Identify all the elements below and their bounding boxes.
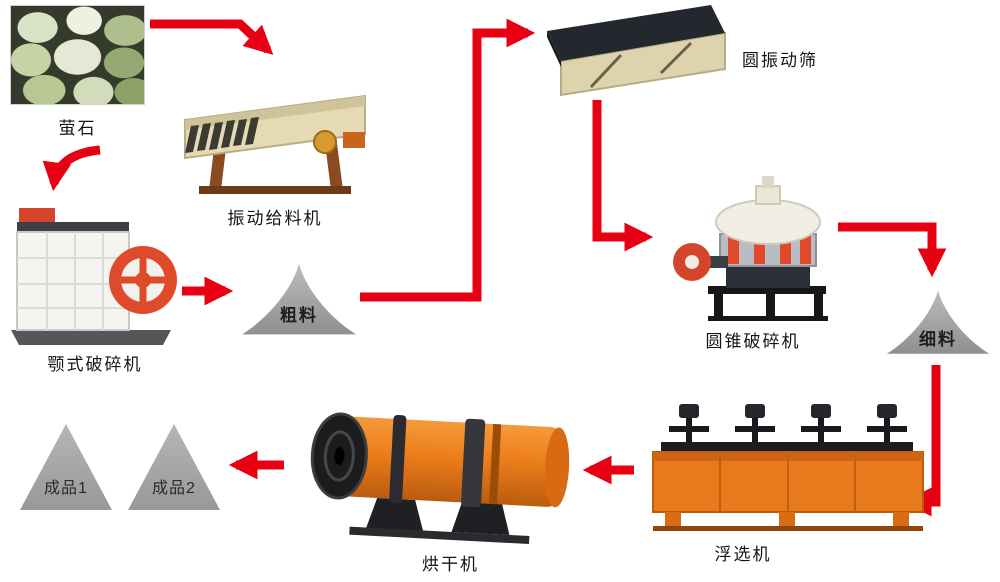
support-frame (708, 286, 828, 321)
label-dryer: 烘干机 (422, 555, 479, 574)
cone-crusher-image (673, 176, 828, 321)
circular-vibrating-screen (543, 3, 735, 103)
vibrating-feeder-image (184, 94, 366, 194)
fine-pile-shape (886, 290, 990, 354)
rotary-dryer-image (310, 412, 570, 545)
label-product-1: 成品1 (44, 480, 88, 497)
label-coarse-material: 粗料 (280, 306, 318, 325)
arrow-coarse-to-screen (360, 18, 536, 302)
fluorite-ore-image (10, 5, 145, 105)
label-vibrating-feeder: 振动给料机 (227, 209, 323, 228)
arrow-cone-crusher-to-fine (838, 222, 947, 278)
coarse-pile-shape (241, 263, 357, 335)
flywheel (109, 246, 177, 314)
label-flotation-machine: 浮选机 (714, 545, 772, 564)
jaw-crusher (5, 196, 177, 353)
product-2: 成品2 (128, 424, 220, 510)
feeder-motor (313, 130, 337, 154)
vibrating-feeder (175, 80, 375, 207)
label-vibrating-screen: 圆振动筛 (742, 51, 818, 70)
rotary-dryer (295, 385, 575, 550)
label-product-2: 成品2 (152, 480, 196, 497)
fine-material-pile: 细料 (885, 286, 991, 358)
label-fine-material: 细料 (919, 330, 957, 349)
grizzly-bars (185, 117, 259, 153)
fluorite-photo (10, 5, 145, 105)
agitator-motors (669, 404, 907, 454)
label-fluorite: 萤石 (58, 119, 97, 138)
jaw-crusher-image (11, 208, 177, 345)
gear-ring (461, 418, 486, 508)
arrow-fluorite-to-feeder (150, 19, 274, 55)
coarse-material-pile: 粗料 (240, 260, 358, 338)
hydraulic-cylinders (728, 230, 811, 264)
label-jaw-crusher: 颚式破碎机 (47, 355, 143, 374)
product-1: 成品1 (20, 424, 112, 510)
label-cone-crusher: 圆锥破碎机 (705, 332, 801, 351)
arrow-feeder-to-jaw-crusher (42, 145, 101, 192)
cone-crusher (668, 170, 836, 327)
flotation-machine (643, 402, 933, 539)
vibrating-screen-image (547, 5, 726, 97)
flotation-machine-image (652, 404, 924, 531)
arrow-screen-to-cone-crusher (592, 100, 654, 252)
drum-mouth (310, 412, 368, 500)
riding-ring (389, 414, 407, 504)
